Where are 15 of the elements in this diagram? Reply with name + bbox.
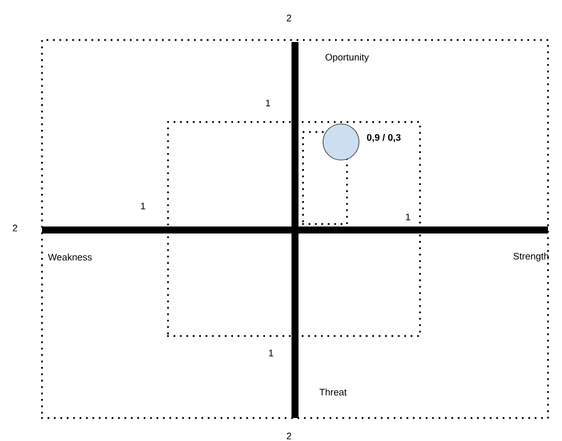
- axis-value: 2: [286, 14, 292, 22]
- axis-label: Oportunity: [326, 54, 369, 62]
- axis-label: Strength: [513, 252, 548, 262]
- value-label: 0,9 / 0,3: [366, 134, 401, 142]
- axis-value: 1: [141, 202, 146, 210]
- axis-value: 2: [286, 432, 292, 440]
- axis-label: Threat: [320, 388, 347, 396]
- dotted-square: [41, 39, 549, 419]
- axis-value: 2: [12, 224, 18, 232]
- axis-label: Weakness: [48, 254, 92, 260]
- axis-value: 1: [266, 100, 270, 106]
- dotted-square: [167, 121, 421, 337]
- axis-value: 1: [406, 214, 410, 220]
- axis-value: 1: [269, 350, 274, 356]
- circle-marker: [322, 124, 360, 160]
